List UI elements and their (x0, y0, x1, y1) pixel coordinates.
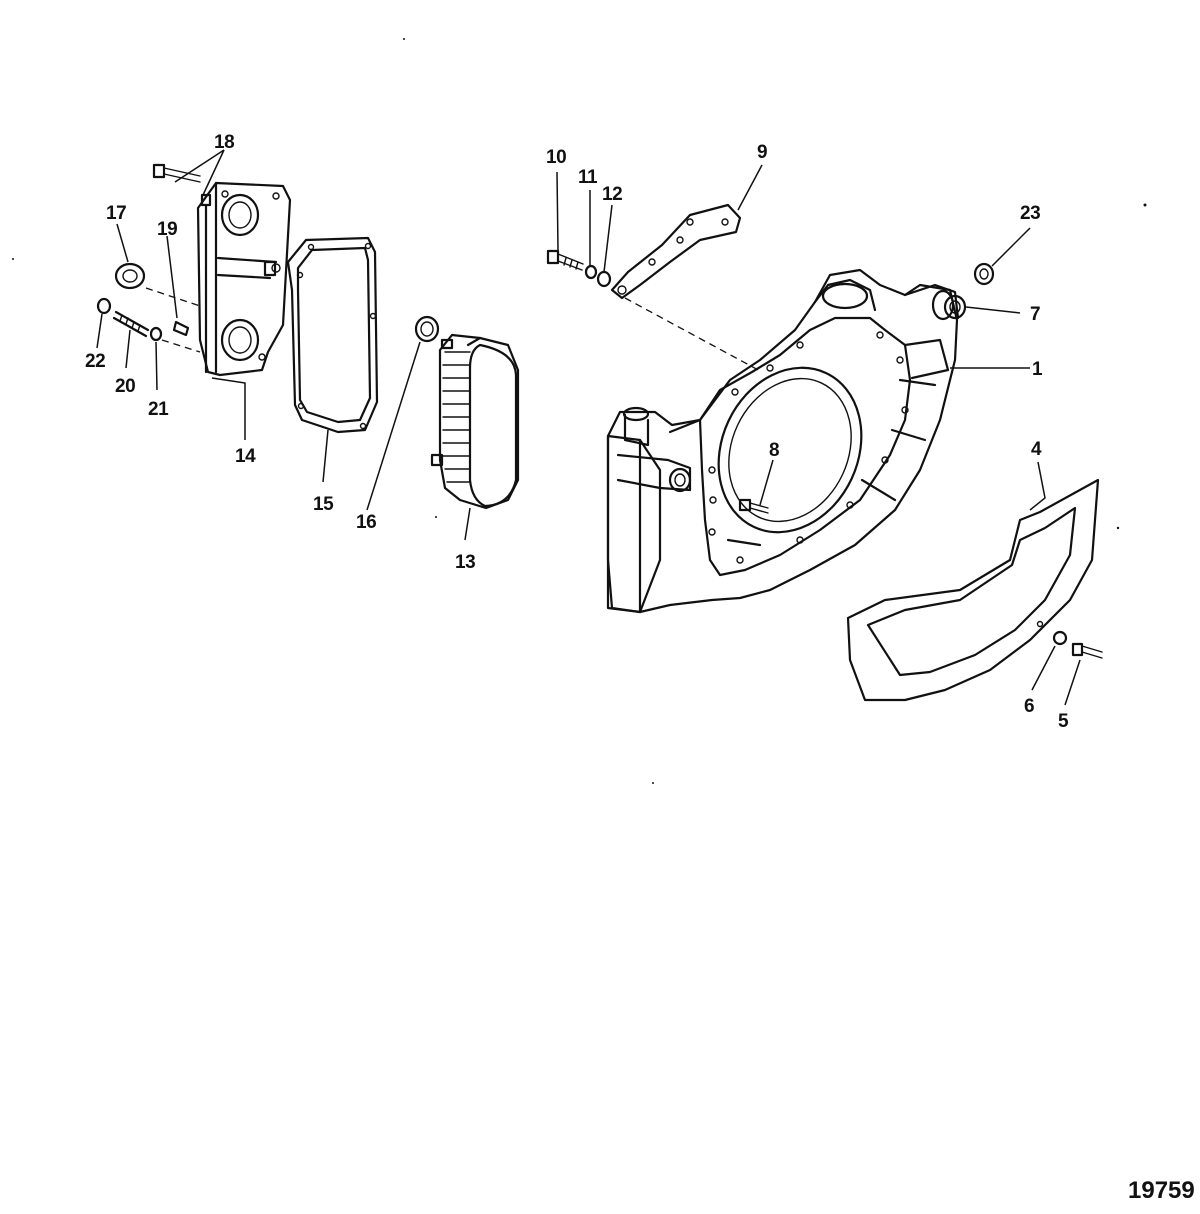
flywheel-housing-1 (606, 268, 960, 614)
callout-23: 23 (1020, 203, 1040, 224)
callout-5: 5 (1058, 711, 1069, 732)
callout-11: 11 (578, 167, 598, 188)
gasket-15 (286, 236, 379, 434)
callout-18: 18 (214, 132, 234, 153)
callout-20: 20 (115, 376, 135, 397)
bolt-18 (152, 163, 201, 183)
callout-14: 14 (235, 446, 256, 467)
callout-17: 17 (106, 203, 126, 224)
cover-plate-14 (196, 181, 292, 377)
bushing-7 (943, 294, 967, 320)
nut-22 (96, 297, 112, 315)
callout-1: 1 (1032, 359, 1043, 380)
callout-8: 8 (769, 440, 779, 461)
bolt-20 (112, 310, 150, 338)
washer-6 (1052, 630, 1068, 646)
callout-19: 19 (157, 219, 177, 240)
callout-10: 10 (546, 147, 566, 168)
scan-specks (12, 38, 1147, 784)
callout-7: 7 (1030, 304, 1040, 325)
callout-4: 4 (1031, 439, 1042, 460)
bolt-18b (200, 193, 212, 207)
o-ring-16 (414, 315, 440, 343)
bracket-9 (610, 203, 742, 300)
oil-cooler-13 (430, 333, 520, 510)
callout-6: 6 (1024, 696, 1034, 717)
leader-lines (96, 149, 1081, 706)
nut-12 (596, 270, 612, 288)
stud-19 (172, 320, 190, 337)
figure-number: 19759 (1128, 1177, 1195, 1204)
washer-11 (584, 264, 598, 280)
callout-13: 13 (455, 552, 475, 573)
callout-labels: 18 17 19 22 20 21 14 15 16 13 10 11 12 9… (85, 132, 1070, 732)
callout-21: 21 (148, 399, 169, 420)
callout-15: 15 (313, 494, 334, 515)
bolt-10 (546, 249, 584, 271)
callout-22: 22 (85, 351, 105, 372)
callout-9: 9 (757, 142, 767, 163)
washer-21 (149, 326, 163, 342)
bolt-5 (1071, 642, 1103, 659)
alignment-line (161, 339, 201, 353)
callout-16: 16 (356, 512, 376, 533)
bolt-8 (738, 498, 769, 514)
callout-12: 12 (602, 184, 622, 205)
alignment-line (145, 287, 201, 307)
alignment-line (624, 297, 763, 373)
washer-23 (973, 262, 995, 286)
nut-17 (114, 262, 146, 290)
cover-plate-4 (846, 478, 1100, 702)
